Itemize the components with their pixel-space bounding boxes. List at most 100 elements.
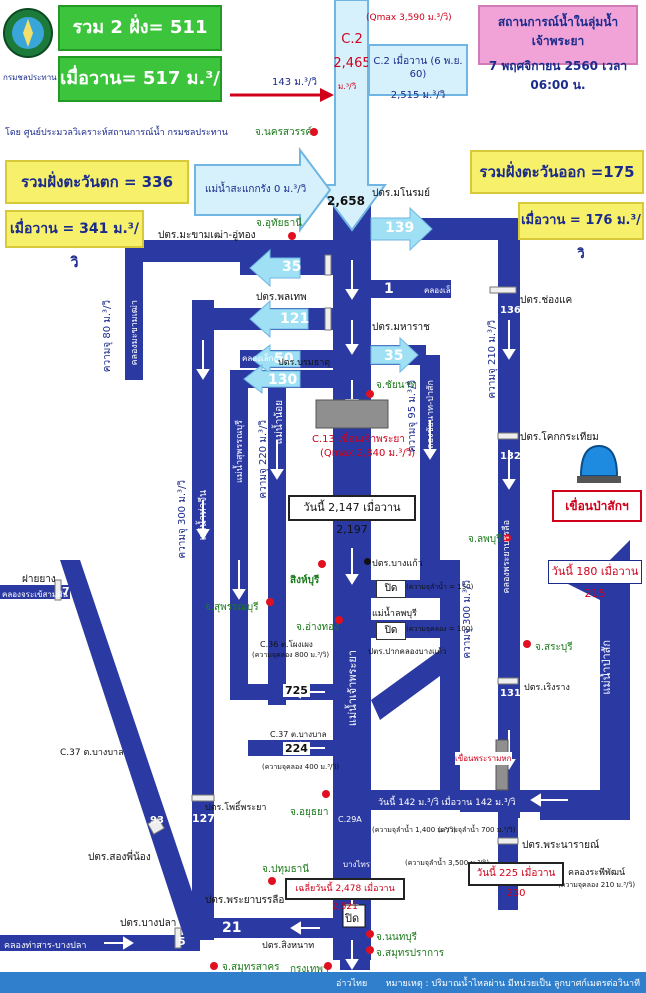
label-sing-hanat: ปตร.สิงหนาท [262,941,315,951]
arrow-east-35 [370,336,419,374]
c2-qmax: (Qmax 3,590 ม.³/วิ) [366,13,452,23]
west-bank-total: รวมฝั่งตะวันตก = 336 ม.³/วิ [5,160,189,231]
closed-1-cap: (ความจุลำน้ำ = 150) [406,583,474,591]
flow-7: 7 [62,585,70,598]
logo: กรมชลประทาน [3,5,57,82]
label-uthai: จ.อุทัยธานี [256,218,303,229]
main-inflow-value: 2,658 [327,194,365,208]
vlabel-cap-80: ความจุ 80 ม.³/วิ [102,300,113,373]
label-samut-sakhon: จ.สมุทรสาคร [222,962,280,973]
label-makhamtao: ปตร.มะขามเฒ่า-อู่ทอง [158,230,256,241]
arrow-35-west [249,248,301,288]
label-chai-nat: จ.ชัยนาท [376,380,417,391]
label-ayutthaya: จ.อยุธยา [290,807,329,818]
pa-sak-dam-box: เขื่อนป่าสักฯ [552,490,642,522]
vlabel-cap-300: ความจุ 300 ม.³/วิ [177,480,188,559]
tha-chin-diagonal [60,560,205,940]
siren-icon [575,442,623,484]
label-bang-pla: ปตร.บางปลา [120,918,177,929]
flow-139: 139 [385,220,415,236]
label-c37: C.37 ต.บางบาล [270,730,327,739]
vlabel-cap-300b: ความจุ 300 ม.³/วิ [462,580,473,659]
rapheephat-today: วันนี้ 225 เมื่อวาน 230 [476,868,556,899]
label-bang-kaeo: ปตร.บางแก้ว [372,559,423,569]
label-phraya-banlue: ปตร.พระยาบรรลือ [205,895,285,906]
label-nonthaburi: จ.นนทบุรี [376,932,418,943]
label-c36-cap: (ความจุคลอง 800 ม.³/วิ) [252,651,330,659]
pathum-today-box: เฉลี่ยวันนี้ 2,478 เมื่อวาน 2,521 [285,878,405,912]
vlabel-pho: คลองพระยาบรรลือ [502,520,512,594]
flow-50: 50 [274,351,294,367]
vlabel-suphanburi: แม่น้ำสุพรรณบุรี [235,420,245,483]
west-horizontal-7 [0,585,70,599]
c2-unit: ม.³/วิ [338,82,357,91]
pa-sak-river-shape [540,540,630,820]
arrow-121 [249,299,309,339]
yesterday-total-text: เมื่อวาน= 517 ม.³/วิ [60,68,220,131]
label-pak-khlong: ปตร.ปากคลองบางแก้ว [368,647,447,656]
east-chai-nat-pasak [420,355,440,595]
bottom-west-channel [192,918,342,938]
pa-sak-today: วันนี้ 180 เมื่อวาน 215 [551,565,639,600]
label-saraburi: จ.สระบุรี [535,642,573,653]
label-c37-left: C.37 ต.บางบาล [60,748,124,758]
label-c37-cap: (ความจุคลอง 400 ม.³/วิ) [262,763,340,771]
label-cap-3500: (ความจุลำน้ำ 3,500 ม.³/วิ) [405,859,490,867]
c2-inflow: 143 ม.³/วิ [272,77,318,88]
label-mahart: ปตร.มหาราช [372,322,430,333]
vlabel-chai-nat-pasak: คลองชัยนาท-ป่าสัก [426,380,436,455]
label-c13: C.13 เขื่อนเจ้าพระยา [312,434,405,445]
flow-130: 130 [268,372,298,388]
total-both-banks: รวม 2 ฝั่ง= 511 ม.³/วิ [58,5,222,80]
flow-224: 224 [283,742,310,755]
label-mid-flow: วันนี้ 142 ม.³/วิ เมื่อวาน 142 ม.³/วิ [378,798,516,808]
flow-132: 132 [500,451,521,462]
label-c29a: C.29A [338,815,362,824]
label-bang-sai: บางไทร [343,860,371,869]
arrow-130 [243,363,301,395]
main-inflow-arrow [315,0,387,232]
vlabel-chao-phraya: แม่น้ำเจ้าพระยา [346,650,359,727]
pa-sak-dam-name: เขื่อนป่าสักฯ [565,499,629,513]
vlabel-noi: แม่น้ำน้อย [274,400,285,445]
sakae-krang-arrow [194,147,332,233]
label-tha-san: คลองท่าสาร-บางปลา [4,941,87,951]
east-far-channel [498,218,520,818]
label-nakhon-sawan: จ.นครสวรรค์ [255,127,313,138]
vlabel-tha-chin-river: แม่น้ำท่าจีน [198,490,209,541]
flow-35-west: 35 [282,259,302,275]
logo-emblem-icon [3,8,53,58]
label-cap-1400: (ความจุลำน้ำ 1,400 ม.³/วิ) [372,826,457,834]
label-borommathat: ปตร.บรมธาตุ [278,358,331,368]
vlabel-khlong-ma-ta: คลองมะขามเฒ่า [130,300,140,366]
closed-2-text: ปิด [384,625,398,636]
label-singburi: สิงห์บุรี [290,575,320,586]
label-pathum: จ.ปทุมธานี [262,864,310,875]
flow-127: 127 [192,812,215,825]
noi-river [268,385,286,705]
label-phra-ram-dam: เขื่อนพระรามหก [455,752,512,765]
flow-121: 121 [280,311,310,327]
c2-yesterday-label: C.2 เมื่อวาน (6 พ.ย. 60) [373,56,463,80]
label-fai-yang: ฝายยาง [22,574,56,585]
east-bank-total: รวมฝั่งตะวันออก =175 ม.³/วิ [470,150,644,221]
pathum-today: เฉลี่ยวันนี้ 2,478 เมื่อวาน 2,521 [295,884,395,912]
arrow-139 [370,206,433,252]
flow-5: 5 [178,935,186,948]
label-lopburi-river: แม่น้ำลพบุรี [372,609,417,619]
label-cap-700: (ความจุลำน้ำ 700 ม.³/วิ) [438,826,516,834]
label-khlong-lok: คลองเล็กอนุฯ [424,286,471,295]
label-pho-phraya: ปตร.โพธิ์พระยา [205,803,267,813]
label-manorom: ปตร.มโนรมย์ [372,188,431,199]
west-river-1 [192,300,214,940]
label-song-phi-nong: ปตร.สองพี่น้อง [88,852,151,863]
vlabel-cap-210: ความจุ 210 ม.³/วิ [487,320,498,399]
c2-yesterday-box: C.2 เมื่อวาน (6 พ.ย. 60) 2,515 ม.³/วิ [368,44,468,101]
label-polthep: ปตร.พลเทพ [256,292,307,303]
pa-sak-today-box: วันนี้ 180 เมื่อวาน 215 [548,560,642,600]
closed-1-text: ปิด [384,583,398,594]
situation-box: สถานการณ์น้ำในลุ่มน้ำเจ้าพระยา 7 พฤศจิกา… [478,5,638,92]
mid-east-flow [371,790,501,810]
c2-value: 2,465 [333,56,371,71]
